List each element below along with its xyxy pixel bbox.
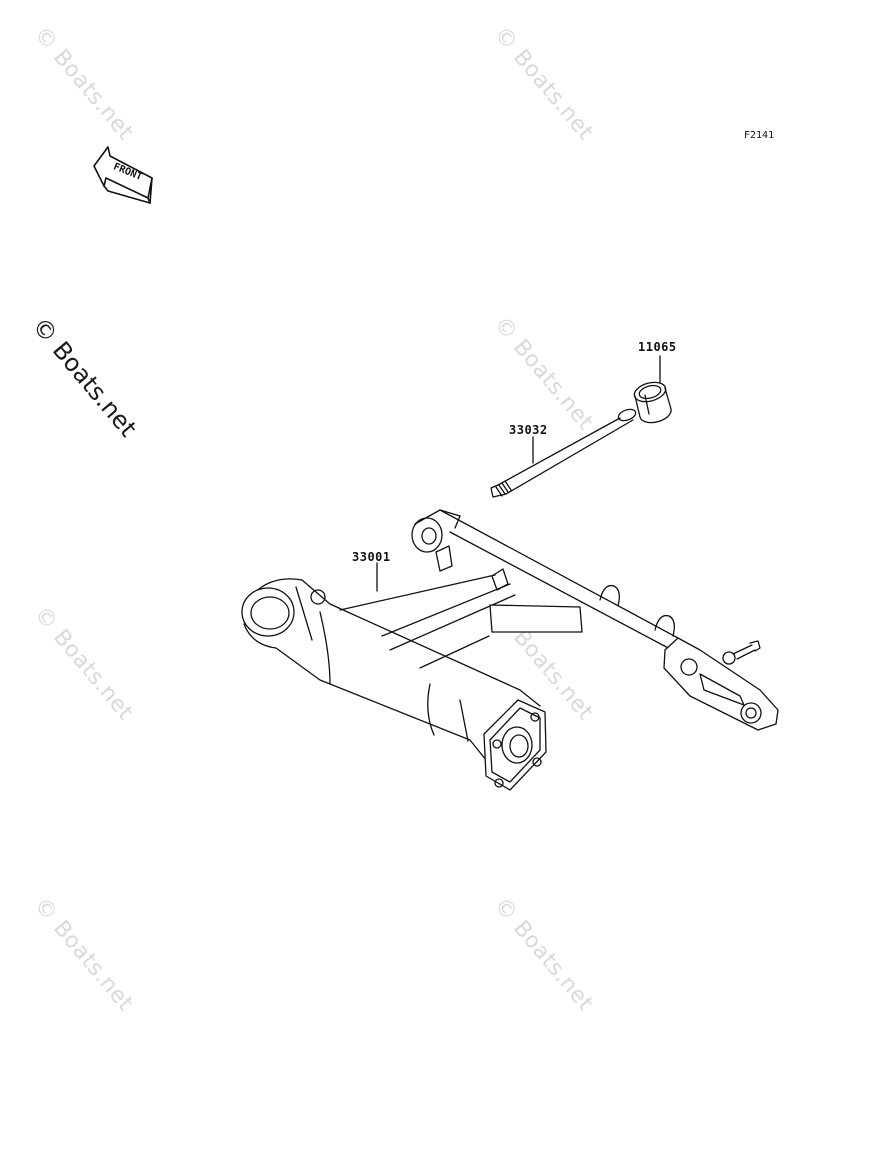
bushing-11065-icon <box>633 381 672 424</box>
front-arrow-icon: FRONT <box>93 146 153 204</box>
part-label-33032[interactable]: 33032 <box>509 423 548 437</box>
pivot-shaft-33032-icon <box>490 408 637 498</box>
part-label-33001[interactable]: 33001 <box>352 550 391 564</box>
part-label-11065[interactable]: 11065 <box>638 340 677 354</box>
figure-code: F2141 <box>744 130 775 141</box>
swing-arm-33001-icon <box>241 509 779 791</box>
